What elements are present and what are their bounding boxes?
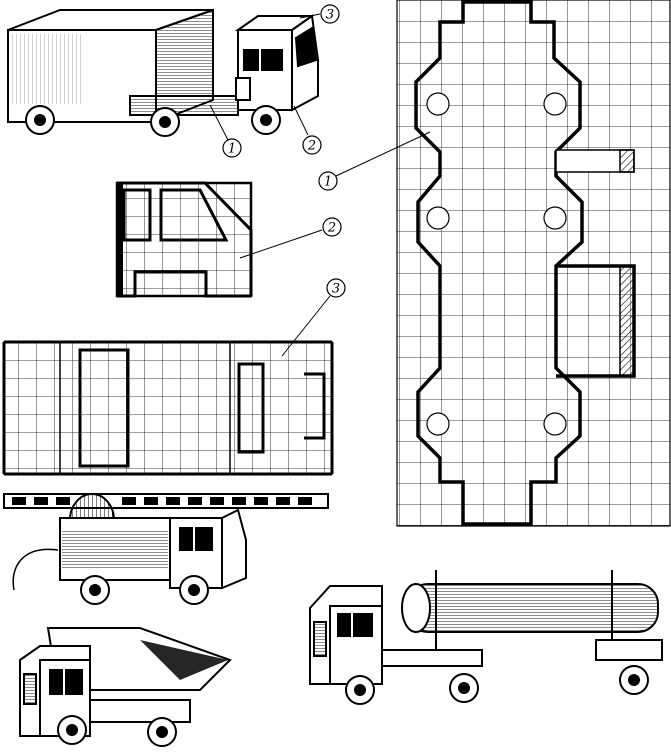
box-truck-drawing bbox=[7, 8, 321, 141]
fire-engine-drawing bbox=[3, 493, 329, 605]
dump-truck-drawing bbox=[19, 627, 232, 747]
svg-text:3: 3 bbox=[326, 8, 334, 23]
floor-outline bbox=[414, 0, 584, 526]
callout-1-right: 1 bbox=[318, 131, 431, 191]
svg-text:2: 2 bbox=[327, 221, 336, 236]
truck-floor-part-1 bbox=[129, 95, 239, 116]
callout-2-top: 2 bbox=[302, 135, 322, 155]
axle-hole bbox=[426, 92, 450, 116]
callout-3-top: 3 bbox=[320, 4, 340, 24]
truck-cab bbox=[234, 14, 319, 112]
callout-2-middle: 2 bbox=[239, 217, 342, 259]
truck-wheels bbox=[25, 105, 281, 137]
callout-3-middle: 3 bbox=[281, 278, 346, 357]
axle-hole bbox=[543, 206, 567, 230]
axle-hole bbox=[426, 206, 450, 230]
svg-text:1: 1 bbox=[228, 142, 236, 157]
svg-text:1: 1 bbox=[324, 175, 332, 190]
cab-pattern-part-2 bbox=[115, 181, 253, 298]
callout-1-top: 1 bbox=[222, 138, 242, 158]
box-pattern-part-3 bbox=[2, 340, 334, 476]
log-truck-drawing bbox=[309, 570, 663, 705]
axle-hole bbox=[426, 412, 450, 436]
axle-hole bbox=[543, 92, 567, 116]
axle-hole bbox=[543, 412, 567, 436]
svg-text:2: 2 bbox=[307, 139, 316, 154]
floor-pattern-part-1 bbox=[396, 0, 671, 527]
svg-text:3: 3 bbox=[332, 282, 340, 297]
